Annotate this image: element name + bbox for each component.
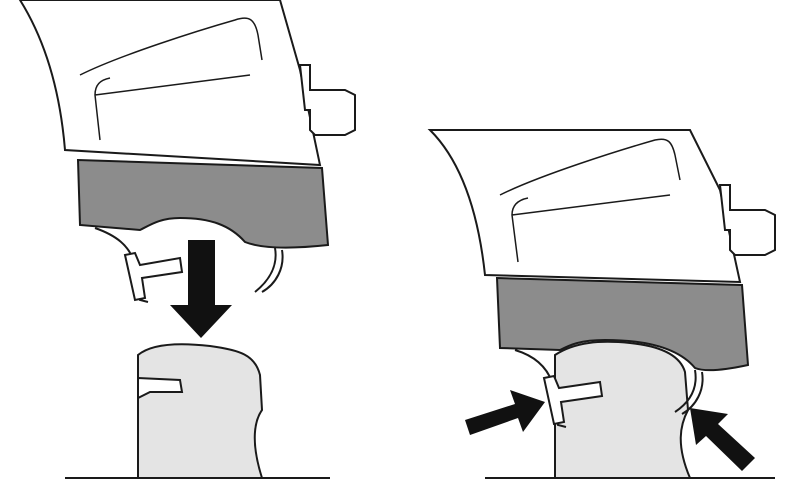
- clamp-hook-right: [254, 247, 284, 293]
- clamp-hook-right: [674, 369, 704, 415]
- rail-notch: [137, 376, 184, 400]
- arrow-right-icon: [465, 390, 545, 435]
- mount-base: [495, 276, 750, 372]
- connector-port: [718, 184, 776, 256]
- clamp-pin: [123, 251, 184, 302]
- device-body: [18, 0, 322, 167]
- mount-base: [76, 158, 330, 249]
- rail: [554, 340, 692, 479]
- rail: [137, 343, 264, 479]
- device-body-inner-line: [499, 138, 681, 263]
- device-body-inner-line: [79, 17, 263, 141]
- arrow-down-icon: [170, 240, 232, 338]
- connector-port: [298, 64, 356, 136]
- arrow-up-left-icon: [690, 408, 755, 471]
- clamp-pin: [542, 374, 604, 426]
- panel-before-mounting: [18, 0, 356, 479]
- panel-after-mounting: [427, 129, 776, 479]
